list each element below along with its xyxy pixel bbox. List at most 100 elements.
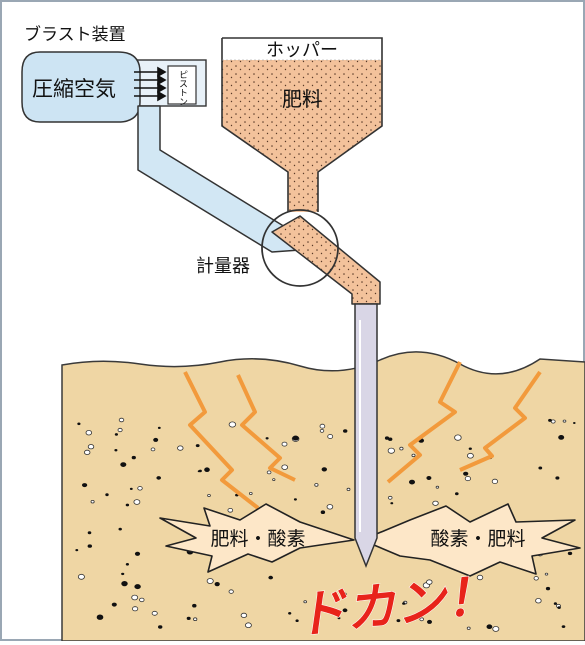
pebble [85, 430, 92, 436]
pebble [82, 483, 88, 488]
pebble [293, 498, 297, 501]
pebble [117, 427, 123, 433]
pebble [137, 486, 143, 491]
pebble [156, 476, 161, 480]
pebble [192, 603, 197, 608]
piston-box [167, 65, 197, 105]
pebble [227, 507, 234, 513]
pebble [535, 598, 542, 604]
pebble [90, 500, 95, 504]
soil-pebbles [75, 417, 576, 632]
pebble [455, 492, 459, 496]
pebble [399, 446, 404, 451]
pebble [150, 447, 156, 452]
pebble [573, 422, 576, 424]
pebble [214, 582, 220, 587]
pebble [427, 619, 432, 624]
pebble [134, 551, 141, 556]
pebble [466, 626, 471, 630]
pebble [77, 422, 81, 426]
pebble [464, 476, 471, 482]
pebble [195, 444, 200, 448]
pebble [545, 586, 551, 591]
right-arrows-icon [134, 66, 167, 102]
pebble [388, 437, 393, 441]
pebble [476, 574, 484, 581]
pebble [121, 572, 125, 576]
pebble [158, 625, 163, 629]
pebble [288, 612, 292, 615]
pebble [326, 504, 334, 510]
pebble [454, 434, 462, 441]
pebble [268, 575, 274, 580]
pebble [419, 617, 425, 622]
pebble [387, 495, 393, 500]
pebble [204, 467, 210, 473]
pebble [544, 572, 549, 576]
pebble [548, 418, 552, 422]
pebble [272, 478, 276, 482]
crack-2 [236, 374, 296, 482]
right-burst [361, 503, 581, 577]
crack-4 [459, 370, 542, 472]
pebble [131, 594, 139, 601]
pebble [561, 625, 566, 628]
crack-3 [386, 361, 462, 484]
hopper [221, 37, 383, 212]
compressor [21, 51, 207, 123]
left-burst [159, 503, 355, 573]
pebble [83, 449, 91, 455]
pebble [139, 597, 145, 603]
pebble [118, 417, 125, 423]
meter-label: 計量器 [196, 256, 250, 277]
pebble [281, 464, 289, 470]
fertilizer-flow [271, 215, 381, 305]
pebble [343, 429, 348, 433]
pebble [157, 426, 161, 429]
compressed-air-label: 圧縮空気 [32, 77, 116, 101]
pebble [321, 467, 327, 472]
pebble [186, 616, 191, 621]
pebble [153, 437, 159, 442]
pebble [134, 584, 141, 590]
pebble [337, 617, 341, 620]
pebble [320, 510, 326, 514]
pebble [553, 602, 558, 605]
pebble [426, 476, 432, 480]
pebble [87, 531, 92, 535]
pebble [557, 606, 561, 609]
pebble [435, 485, 440, 489]
pebble [249, 491, 253, 495]
pebble [77, 573, 85, 580]
pebble [244, 622, 252, 628]
pebble [555, 476, 560, 480]
pebble [426, 579, 433, 585]
pebble [468, 447, 472, 450]
pebble [292, 435, 299, 441]
pebble [151, 610, 158, 616]
pebble [96, 614, 104, 620]
pebble [319, 428, 325, 433]
pebble [120, 462, 127, 467]
pebble [303, 600, 308, 604]
pebble [538, 466, 543, 470]
pebble [228, 421, 237, 428]
pebble [118, 527, 122, 531]
pebble [492, 626, 500, 632]
pebble [206, 578, 214, 584]
pebble [463, 471, 469, 476]
pebble [131, 455, 136, 460]
probe [354, 303, 378, 569]
pebble [87, 444, 95, 450]
pebble [114, 433, 118, 436]
pebble [340, 592, 347, 597]
pebble [265, 437, 269, 440]
pebble [491, 478, 498, 484]
pebble [567, 551, 573, 556]
pebble [281, 441, 288, 447]
fertilizer-label: 肥料 [282, 87, 322, 111]
pebble [558, 435, 565, 440]
pebble [75, 549, 79, 552]
pebble [466, 452, 474, 459]
